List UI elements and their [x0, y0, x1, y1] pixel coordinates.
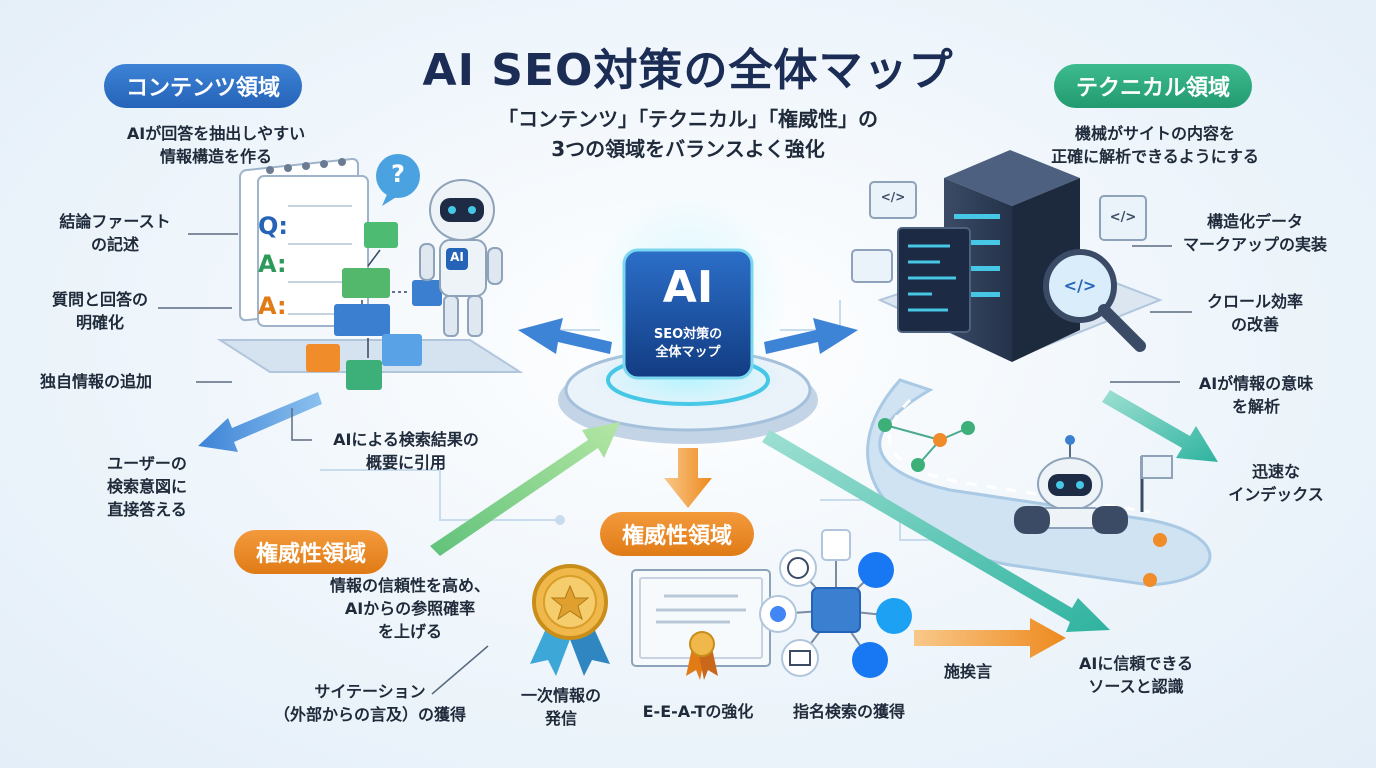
center-card-caption: SEO対策の 全体マップ	[653, 327, 723, 360]
technical-heading: テクニカル領域	[1054, 64, 1253, 108]
technical-leader-lines	[1110, 245, 1192, 383]
arrow-to-technical	[764, 318, 858, 354]
facebook-icon	[858, 552, 894, 588]
arrow-to-user-intent	[198, 392, 322, 452]
content-result-user-intent: ユーザーの 検索意図に 直接答える	[106, 454, 187, 519]
authority-result-trusted-source: AIに信頼できる ソースと認識	[1078, 654, 1194, 696]
content-item-ai-overview: AIによる検索結果の 概要に引用	[333, 430, 479, 472]
content-desc: AIが回答を抽出しやすい 情報構造を作る	[126, 124, 306, 166]
facebook-icon-2	[852, 642, 888, 678]
road-track	[866, 378, 1212, 587]
robot-badge: AI	[450, 250, 464, 264]
server-illustration	[851, 150, 1163, 362]
social-hub-illustration	[759, 529, 912, 678]
authority-item-primary-info: 一次情報の 発信	[520, 686, 601, 728]
qa-letter-a1: A:	[258, 250, 287, 278]
technical-result-fast-index: 迅速な インデックス	[1228, 462, 1324, 504]
code-icon-2: </>	[1109, 210, 1137, 225]
content-heading: コンテンツ領域	[104, 64, 303, 108]
technical-item-semantic: AIが情報の意味 を解析	[1198, 374, 1314, 416]
authority-item-eeat: E-E-A-Tの強化	[642, 702, 754, 721]
authority-item-branded-search: 指名検索の獲得	[792, 702, 905, 721]
authority-heading-left: 権威性領域	[234, 530, 389, 574]
technical-item-structured-data: 構造化データ マークアップの実装	[1182, 212, 1327, 254]
ai-center-card	[622, 248, 754, 380]
arrow-to-trusted-source	[914, 618, 1066, 658]
medal-illustration	[530, 564, 610, 676]
qa-letter-q: Q:	[258, 212, 288, 240]
content-leader-lines	[158, 233, 312, 441]
authority-arrow-label: 施挨言	[944, 662, 993, 681]
arrow-to-authority	[664, 448, 712, 508]
certificate-illustration	[631, 569, 771, 680]
magnifier-icon	[1043, 249, 1117, 323]
question-icon: ?	[391, 160, 405, 188]
document-icon	[821, 529, 851, 561]
content-item-qa-clarity: 質問と回答の 明確化	[51, 290, 148, 332]
page-title: AI SEO対策の全体マップ	[422, 45, 954, 96]
robot-illustration	[376, 154, 503, 337]
arrow-to-fast-index	[1102, 390, 1218, 462]
mail-icon	[781, 639, 819, 677]
content-item-unique-info: 独自情報の追加	[40, 372, 153, 391]
tracked-robot-illustration	[1014, 435, 1173, 534]
center-card-ai: AI	[662, 262, 714, 313]
qa-notebook-illustration	[216, 157, 524, 373]
code-icon: </>	[880, 190, 906, 204]
network-nodes	[878, 418, 1167, 587]
authority-desc: 情報の信頼性を高め、 AIからの参照確率 を上げる	[329, 576, 490, 641]
technical-item-crawl: クロール効率 の改善	[1206, 292, 1303, 334]
content-item-conclusion-first: 結論ファースト の記述	[59, 212, 171, 254]
page-subtitle: 「コンテンツ」「テクニカル」「権威性」の 3つの領域をバランスよく強化	[498, 107, 878, 161]
qa-letter-a2: A:	[258, 292, 287, 320]
arrow-to-content	[518, 318, 612, 354]
arrow-center-to-trusted	[762, 430, 1110, 632]
twitter-icon	[876, 598, 912, 634]
authority-heading-center: 権威性領域	[600, 512, 755, 556]
blocks-flowchart	[306, 222, 442, 390]
authority-item-citation: サイテーション （外部からの言及）の獲得	[273, 682, 466, 724]
arrow-authority-to-center	[430, 422, 620, 556]
citation-leader-line	[431, 645, 489, 695]
technical-desc: 機械がサイトの内容を 正確に解析できるようにする	[1051, 124, 1259, 166]
globe-icon	[779, 549, 817, 587]
code-icon-magnifier: </>	[1063, 276, 1097, 295]
